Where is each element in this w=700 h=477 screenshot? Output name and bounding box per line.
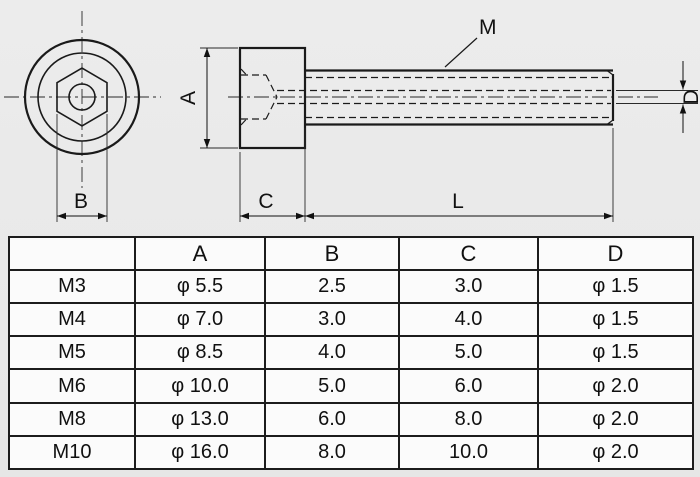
col-header-a: A [134,236,266,271]
table-cell: 3.0 [398,268,539,305]
shaft-end-chamfer-top [606,70,614,76]
table-row-m6: M6 φ 10.0 5.0 6.0 φ 2.0 [8,368,694,404]
table-cell: φ 10.0 [134,368,266,404]
head-outer-circle [23,38,141,156]
table-cell: 10.0 [398,434,539,471]
table-cell: 5.0 [264,368,400,404]
dim-label-c: C [258,190,273,213]
shaft-end-chamfer-bottom [606,119,614,125]
dim-label-a: A [177,91,200,105]
col-header-b: B [264,236,400,271]
table-cell: 3.0 [264,302,400,338]
col-header-d: D [537,236,694,271]
through-hole-circle [68,83,96,111]
dim-label-b: B [74,190,88,213]
table-cell: φ 13.0 [134,401,266,437]
table-header-row: A B C D [8,236,694,271]
table-cell: 8.0 [398,401,539,437]
socket-cone-bottom [265,96,278,120]
table-cell: φ 7.0 [134,302,266,338]
dim-label-d: D [680,89,700,104]
socket-chamfer-bottom [240,118,248,126]
table-cell: 5.0 [398,335,539,371]
col-header-c: C [398,236,539,271]
col-header-size [8,236,136,271]
table-cell: φ 2.0 [537,401,694,437]
dim-label-l: L [452,190,464,213]
row-header-m8: M8 [8,401,136,437]
table-cell: 4.0 [264,335,400,371]
thread-callout-leader [444,37,478,68]
row-header-m6: M6 [8,368,136,404]
table-cell: 4.0 [398,302,539,338]
table-cell: φ 5.5 [134,268,266,305]
table-cell: 6.0 [264,401,400,437]
row-header-m10: M10 [8,434,136,471]
table-cell: φ 1.5 [537,302,694,338]
table-cell: φ 8.5 [134,335,266,371]
side-view: A M C L D [177,16,700,222]
table-row-m10: M10 φ 16.0 8.0 10.0 φ 2.0 [8,434,694,471]
row-header-m4: M4 [8,302,136,338]
table-cell: φ 16.0 [134,434,266,471]
row-header-m3: M3 [8,268,136,305]
table-cell: φ 1.5 [537,268,694,305]
head-side-outline [238,46,307,150]
screw-technical-drawing: B [4,11,700,222]
socket-chamfer-top [240,68,248,76]
hex-socket-outline [56,67,108,127]
table-cell: φ 2.0 [537,434,694,471]
table-cell: φ 2.0 [537,368,694,404]
table-row-m4: M4 φ 7.0 3.0 4.0 φ 1.5 [8,302,694,338]
socket-cone-top [265,74,278,98]
thread-callout-label: M [479,16,497,39]
table-cell: 6.0 [398,368,539,404]
head-chamfer-circle [37,52,127,142]
table-cell: φ 1.5 [537,335,694,371]
table-row-m5: M5 φ 8.5 4.0 5.0 φ 1.5 [8,335,694,371]
front-view: B [4,11,161,222]
row-header-m5: M5 [8,335,136,371]
table-row-m3: M3 φ 5.5 2.5 3.0 φ 1.5 [8,268,694,305]
dimension-table: A B C D M3 φ 5.5 2.5 3.0 φ 1.5 M4 φ 7.0 … [8,236,694,471]
table-cell: 2.5 [264,268,400,305]
table-row-m8: M8 φ 13.0 6.0 8.0 φ 2.0 [8,401,694,437]
table-cell: 8.0 [264,434,400,471]
